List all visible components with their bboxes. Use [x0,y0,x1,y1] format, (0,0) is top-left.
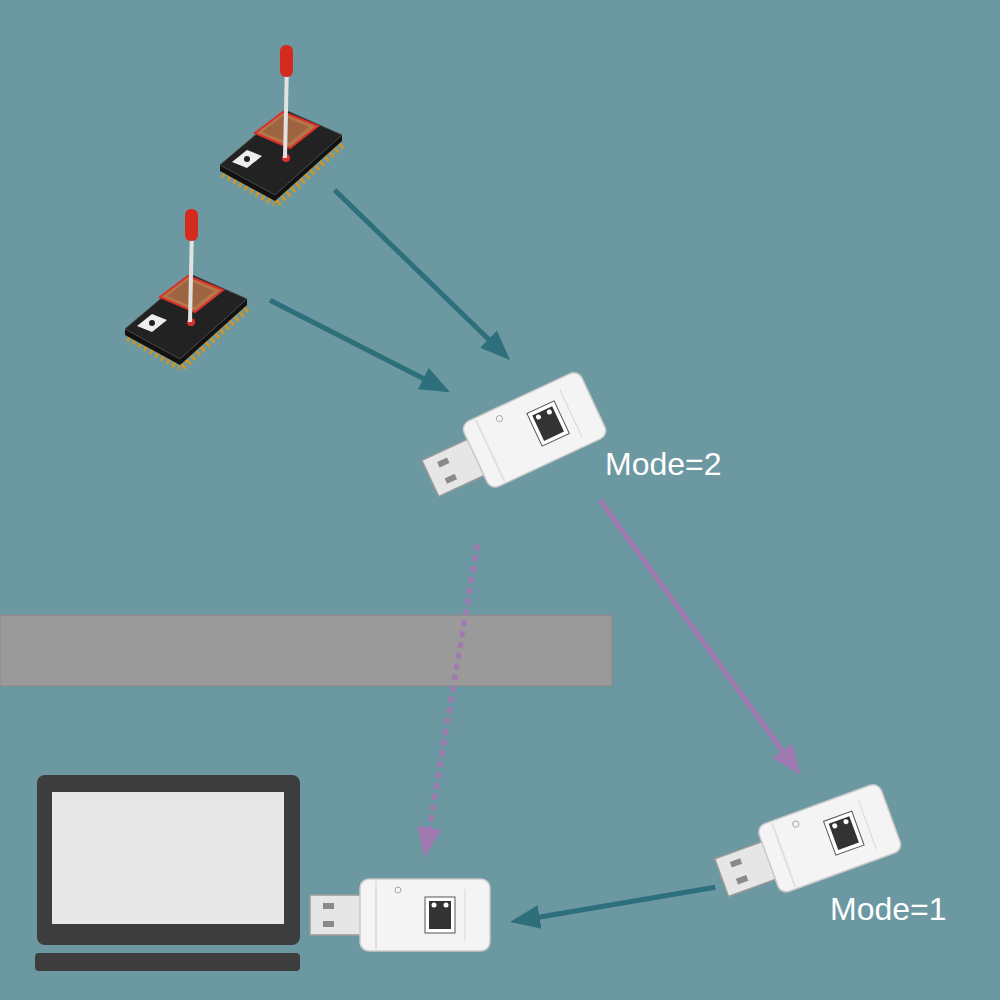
laptop-base [35,953,300,971]
usb-stick [415,370,609,511]
signal-arrow [600,500,796,769]
mode-label: Mode=1 [830,893,947,927]
usb-stick [310,879,490,951]
signal-arrow [335,190,505,354]
laptop-screen [37,775,300,945]
laptop-display [52,792,284,924]
radio-module [220,45,342,203]
mode-label: Mode=2 [605,448,722,482]
device-node: Mode=2 [450,360,740,500]
signal-arrow [270,300,443,388]
device-node: Mode=1 [735,775,960,931]
device-anchor [305,885,510,950]
radio-module [125,209,247,367]
laptop-icon [35,775,300,971]
signal-arrow [426,544,478,849]
signal-arrow [518,887,715,920]
device-anchor [215,40,345,190]
device-anchor [120,205,270,375]
wall [0,615,612,686]
